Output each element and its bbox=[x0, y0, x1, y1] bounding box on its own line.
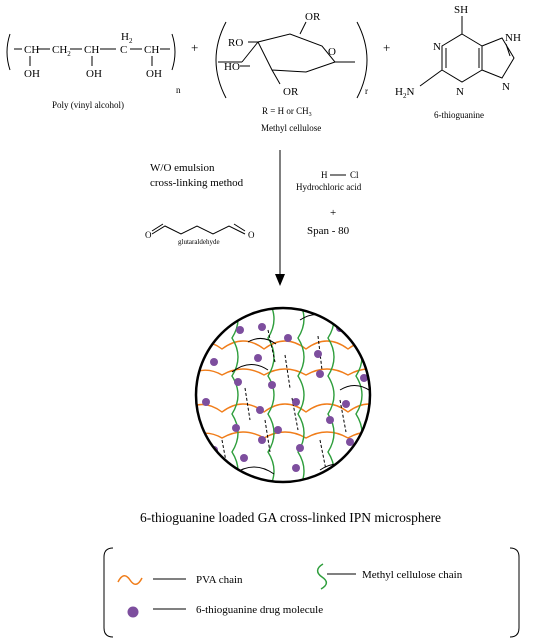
pva-oh-2: OH bbox=[86, 68, 102, 80]
pva-chain bbox=[196, 368, 370, 382]
drug-molecule bbox=[234, 378, 242, 386]
pva-subscript-n: n bbox=[176, 85, 181, 95]
pva-h2: H2 bbox=[121, 31, 133, 45]
hcl-cl: Cl bbox=[350, 170, 359, 180]
mc-ro: RO bbox=[228, 37, 243, 49]
legend-bracket-left bbox=[103, 547, 114, 638]
tg-n-1: N bbox=[433, 41, 441, 53]
pva-chain bbox=[196, 340, 370, 352]
ga-crosslink bbox=[244, 387, 251, 421]
hcl-h: H bbox=[321, 170, 328, 180]
drug-molecule bbox=[254, 354, 262, 362]
pva-oh-1: OH bbox=[24, 68, 40, 80]
mc-ring-o: O bbox=[328, 46, 336, 58]
legend-mc-swatch bbox=[316, 563, 328, 590]
reaction-arrow-head bbox=[275, 274, 285, 286]
conditions-plus: + bbox=[330, 207, 336, 219]
mc-chain bbox=[327, 308, 335, 482]
ga-crosslink bbox=[284, 354, 291, 389]
drug-molecule bbox=[258, 323, 266, 331]
drug-molecule bbox=[284, 334, 292, 342]
method-line-1: W/O emulsion bbox=[150, 162, 215, 174]
crosslink-arc bbox=[231, 364, 269, 373]
drug-molecule bbox=[326, 416, 334, 424]
crosslink-arc bbox=[247, 338, 277, 345]
mc-chain bbox=[231, 308, 239, 482]
pva-ch-3: CH bbox=[144, 44, 159, 56]
drug-molecule bbox=[268, 381, 276, 389]
mc-bracket-left bbox=[215, 21, 227, 99]
drug-molecule bbox=[236, 326, 244, 334]
drug-molecule bbox=[240, 454, 248, 462]
mc-or-top: OR bbox=[305, 11, 321, 23]
drug-molecule bbox=[258, 436, 266, 444]
drug-molecule bbox=[202, 398, 210, 406]
microsphere-outline bbox=[194, 306, 372, 484]
ga-crosslink bbox=[339, 399, 347, 433]
drug-molecule bbox=[292, 398, 300, 406]
tg-n-2: N bbox=[456, 86, 464, 98]
drug-molecule bbox=[292, 464, 300, 472]
pva-ch2-1: CH2 bbox=[52, 44, 71, 58]
pva-bracket-left bbox=[6, 33, 11, 71]
tg-n-3: N bbox=[502, 81, 510, 93]
tg-sh: SH bbox=[454, 4, 468, 16]
pva-bracket-right bbox=[171, 33, 176, 71]
pva-name: Poly (vinyl alcohol) bbox=[52, 100, 124, 110]
ga-crosslink bbox=[264, 419, 271, 453]
legend-pva-label: PVA chain bbox=[196, 574, 243, 586]
mc-subscript-r: r bbox=[365, 86, 368, 96]
drug-molecule bbox=[296, 444, 304, 452]
mc-ho: HO bbox=[224, 61, 240, 73]
drug-molecule bbox=[274, 426, 282, 434]
thioguanine-structure: SH NH N N N H2N 6-thioguanine bbox=[395, 4, 521, 120]
tg-h2n: H2N bbox=[395, 86, 414, 100]
span-80: Span - 80 bbox=[307, 225, 350, 237]
method-line-2: cross-linking method bbox=[150, 177, 244, 189]
legend-pva-swatch bbox=[117, 575, 143, 585]
drug-molecule bbox=[346, 438, 354, 446]
plus-1: + bbox=[191, 40, 198, 55]
ga-o-left: O bbox=[145, 230, 152, 240]
drug-molecule bbox=[232, 424, 240, 432]
pva-ch-2: CH bbox=[84, 44, 99, 56]
tg-nh: NH bbox=[505, 32, 521, 44]
reaction-conditions: W/O emulsion cross-linking method H Cl H… bbox=[145, 150, 362, 286]
legend-drug-swatch bbox=[127, 606, 139, 618]
drug-molecule bbox=[360, 374, 368, 382]
legend: PVA chain Methyl cellulose chain 6-thiog… bbox=[103, 547, 520, 638]
ga-crosslink bbox=[319, 439, 327, 471]
mc-chain bbox=[267, 308, 275, 482]
tg-name: 6-thioguanine bbox=[434, 110, 484, 120]
mc-chain bbox=[297, 308, 305, 482]
ga-name: glutaraldehyde bbox=[178, 238, 220, 246]
ga-crosslink bbox=[267, 329, 276, 363]
microsphere bbox=[194, 306, 372, 484]
mc-name: Methyl cellulose bbox=[261, 123, 321, 133]
pva-oh-3: OH bbox=[146, 68, 162, 80]
pva-ch-1: CH bbox=[24, 44, 39, 56]
mc-bracket-right bbox=[356, 21, 368, 99]
ga-o-right: O bbox=[248, 230, 255, 240]
drug-molecule bbox=[314, 350, 322, 358]
drug-molecule bbox=[342, 400, 350, 408]
pva-c: C bbox=[120, 44, 127, 56]
legend-drug-label: 6-thioguanine drug molecule bbox=[196, 604, 323, 616]
plus-2: + bbox=[383, 40, 390, 55]
pva-chain bbox=[196, 403, 370, 415]
mc-or-bottom: OR bbox=[283, 86, 299, 98]
pva-structure: CH OH CH2 CH OH H2 C CH OH n Poly (vinyl… bbox=[6, 31, 181, 110]
product-caption: 6-thioguanine loaded GA cross-linked IPN… bbox=[140, 510, 441, 525]
hcl-name: Hydrochloric acid bbox=[296, 182, 362, 192]
mc-r-definition: R = H or CH3 bbox=[262, 106, 312, 118]
microsphere-circle bbox=[196, 308, 370, 482]
methyl-cellulose-structure: O OR RO HO OR r R = H or CH3 Methyl cell… bbox=[215, 11, 368, 133]
legend-bracket-right bbox=[509, 547, 520, 638]
legend-mc-label: Methyl cellulose chain bbox=[362, 569, 463, 581]
pva-chain bbox=[196, 431, 370, 445]
drug-molecule bbox=[210, 358, 218, 366]
drug-molecule bbox=[256, 406, 264, 414]
drug-molecule bbox=[316, 370, 324, 378]
